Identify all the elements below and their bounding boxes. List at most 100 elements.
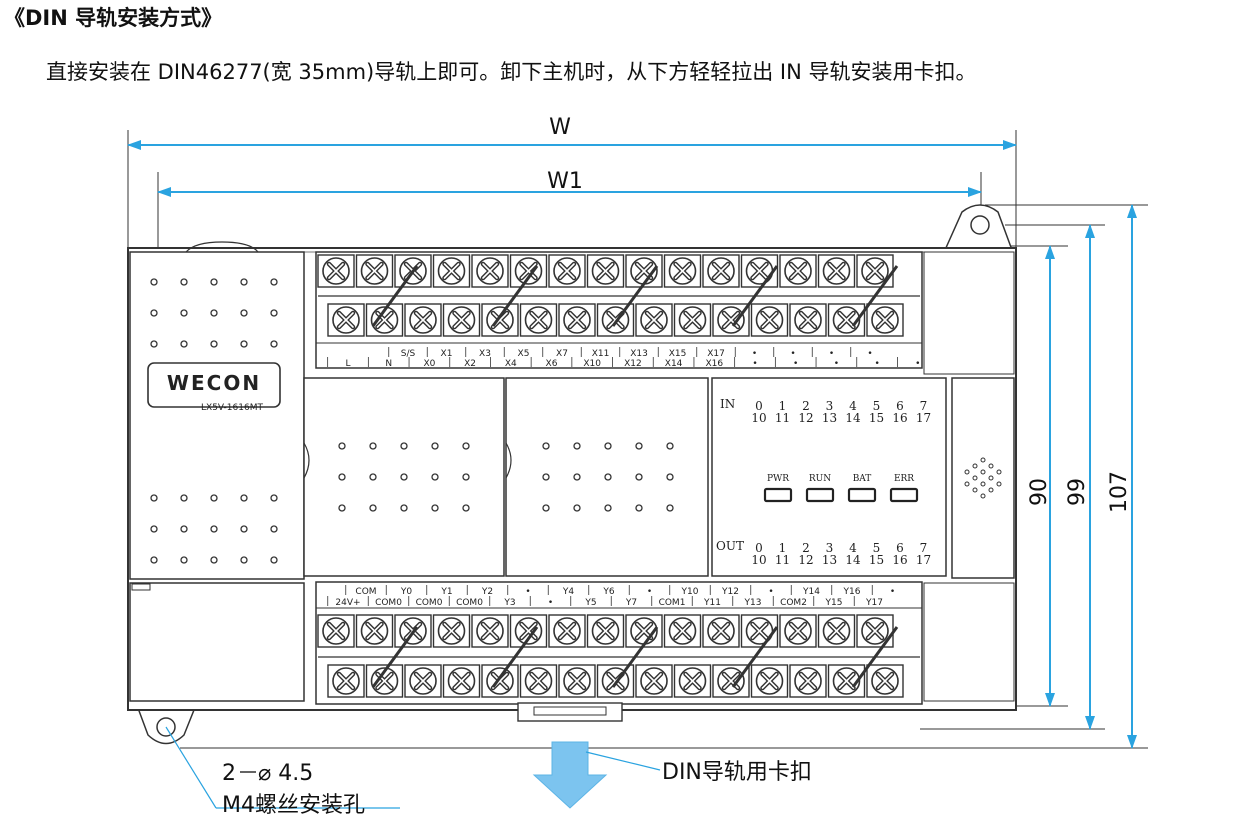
- vent-hole: [635, 504, 643, 512]
- vent-hole: [666, 504, 674, 512]
- io-number: 14: [845, 553, 861, 567]
- brand-text: WECON: [167, 371, 261, 395]
- terminal-screw: [521, 665, 557, 697]
- terminal-label: COM1: [659, 598, 686, 608]
- vent-hole: [462, 473, 470, 481]
- terminal-screw: [598, 304, 634, 336]
- vent-hole: [542, 473, 550, 481]
- terminal-label: X17: [707, 349, 725, 359]
- terminal-screw: [549, 615, 585, 647]
- mounting-ear-top: [943, 204, 1014, 251]
- terminal-screw: [665, 615, 701, 647]
- vent-hole: [270, 340, 278, 348]
- speaker-hole: [980, 457, 986, 463]
- terminal-screw: [434, 255, 470, 287]
- terminal-label: •: [752, 349, 757, 359]
- speaker-hole: [980, 481, 986, 487]
- io-number: 10: [751, 411, 766, 425]
- io-number: 17: [916, 411, 931, 425]
- terminal-screw: [511, 615, 547, 647]
- terminal-label: X12: [624, 359, 642, 369]
- led-indicator: [763, 487, 793, 503]
- height-99-label: 99: [1065, 478, 1090, 506]
- terminal-jumper: [611, 265, 659, 327]
- vent-hole: [369, 442, 377, 450]
- left-cover-panel: [129, 241, 305, 702]
- hole-count-label: 2: [222, 761, 236, 786]
- terminal-label: COM0: [375, 598, 402, 608]
- terminal-label: Y6: [602, 587, 614, 597]
- bottom-terminal-screws: [318, 615, 920, 697]
- vent-hole: [210, 556, 218, 564]
- terminal-screw: [521, 304, 557, 336]
- terminal-screw: [357, 615, 393, 647]
- vent-hole: [210, 494, 218, 502]
- terminal-label: Y2: [481, 587, 493, 597]
- vent-hole: [338, 473, 346, 481]
- io-number: 15: [869, 411, 884, 425]
- mounting-hole-callout: 2 ⌀ 4.5 M4螺丝安装孔: [165, 726, 400, 818]
- in-label: IN: [720, 397, 735, 411]
- terminal-screw: [713, 304, 749, 336]
- io-number: 1: [779, 541, 787, 555]
- terminal-screw: [328, 665, 364, 697]
- terminal-label: X0: [423, 359, 435, 369]
- terminal-label: •: [834, 359, 839, 369]
- io-number: 0: [755, 541, 763, 555]
- terminal-label: L: [345, 359, 350, 369]
- terminal-label: X5: [518, 349, 530, 359]
- terminal-label: •: [829, 349, 834, 359]
- cover-vent-holes: [338, 442, 674, 512]
- terminal-screw: [511, 255, 547, 287]
- terminal-screw: [819, 615, 855, 647]
- vent-hole: [604, 442, 612, 450]
- terminal-screw: [318, 615, 354, 647]
- terminal-screw: [636, 665, 672, 697]
- width-dimension: W: [127, 115, 1017, 250]
- terminal-label: X16: [705, 359, 723, 369]
- terminal-label: Y3: [503, 598, 515, 608]
- io-number: 2: [802, 399, 810, 413]
- width1-dimension: W1: [157, 169, 982, 248]
- led-indicator: [847, 487, 877, 503]
- led-label: ERR: [894, 474, 914, 484]
- io-number: 0: [755, 399, 763, 413]
- vent-hole: [240, 494, 248, 502]
- pull-down-arrow-icon: [532, 741, 608, 809]
- terminal-label: X11: [592, 349, 610, 359]
- vent-hole: [369, 473, 377, 481]
- right-port-panel: [923, 251, 1015, 702]
- vent-hole: [573, 442, 581, 450]
- terminal-label: N: [385, 359, 392, 369]
- terminal-screw: [405, 304, 441, 336]
- terminal-screw: [703, 255, 739, 287]
- io-number: 3: [826, 541, 834, 555]
- terminal-label: X10: [583, 359, 601, 369]
- speaker-grille-icon: [964, 457, 1002, 499]
- terminal-screw: [867, 304, 903, 336]
- terminal-label: COM0: [456, 598, 483, 608]
- terminal-screw: [328, 304, 364, 336]
- terminal-screw: [405, 665, 441, 697]
- vent-hole: [542, 442, 550, 450]
- width1-label: W1: [547, 169, 583, 194]
- vent-hole: [240, 340, 248, 348]
- terminal-screw: [675, 665, 711, 697]
- io-number: 17: [916, 553, 931, 567]
- io-number: 6: [896, 541, 904, 555]
- io-number: 11: [775, 553, 790, 567]
- terminal-screw: [703, 615, 739, 647]
- vent-hole: [270, 278, 278, 286]
- terminal-screw: [357, 255, 393, 287]
- io-number: 16: [892, 411, 907, 425]
- vent-hole: [210, 340, 218, 348]
- terminal-label: Y10: [681, 587, 699, 597]
- terminal-label: •: [790, 349, 795, 359]
- terminal-jumper: [731, 626, 779, 688]
- terminal-screw: [636, 304, 672, 336]
- terminal-label: X4: [505, 359, 517, 369]
- hole-diameter-label: ⌀ 4.5: [258, 761, 313, 786]
- out-label: OUT: [716, 539, 744, 553]
